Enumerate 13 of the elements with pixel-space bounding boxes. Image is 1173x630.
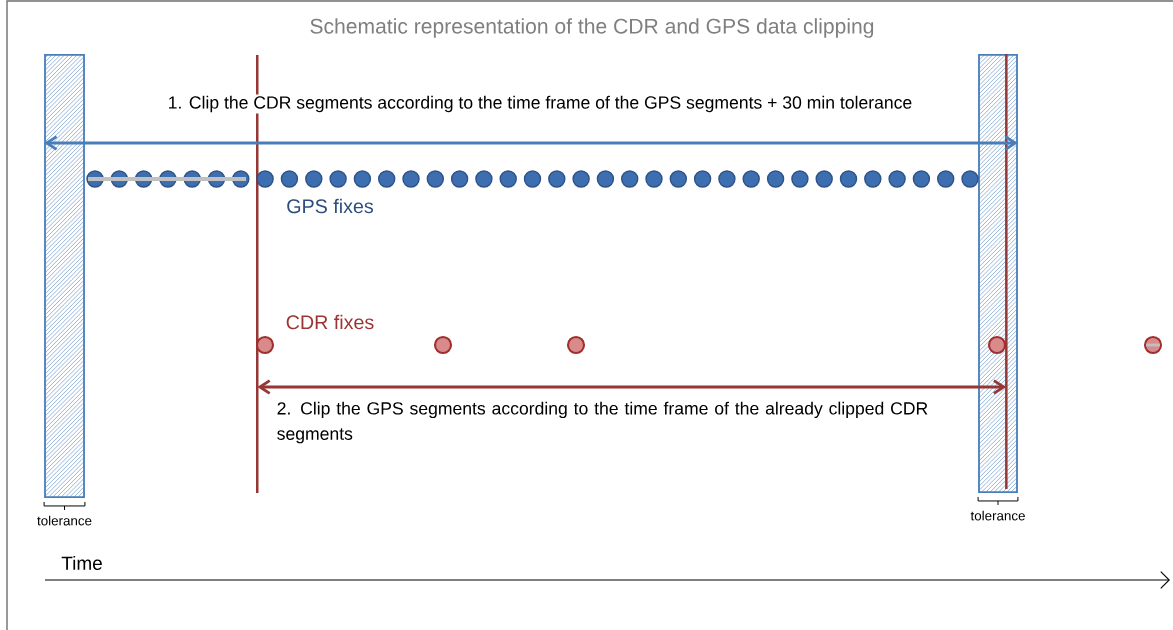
tolerance-band <box>978 54 1018 493</box>
double-arrow <box>257 379 1007 395</box>
axis-label: Time <box>61 556 102 570</box>
double-arrow <box>44 135 1018 151</box>
series-label: CDR fixes <box>286 314 374 330</box>
bracket-label: tolerance <box>970 510 1025 521</box>
edge-label: 1. Clip the CDR segments according to the time frame of the GPS segments + 30 min tolerance <box>169 95 912 113</box>
clip-line <box>1005 53 1008 490</box>
tolerance-band <box>44 54 85 498</box>
series-label: GPS fixes <box>287 198 374 214</box>
edge-label: 2. Clip the GPS segments according to the time frame of the already clipped CDR segments <box>277 401 928 444</box>
bracket-label: tolerance <box>37 515 92 526</box>
title: Schematic representation of the CDR and GPS data clipping <box>310 18 874 38</box>
